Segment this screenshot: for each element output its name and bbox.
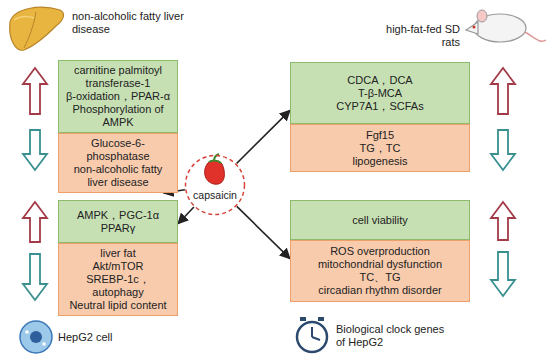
box-line: T-β-MCA: [358, 87, 402, 100]
panel-title: HepG2 cell: [58, 331, 148, 344]
box-line: PPARγ: [101, 222, 136, 235]
box-line: carnitine palmitoyl transferase-1: [63, 64, 173, 90]
box-line: cell viability: [352, 214, 408, 227]
panel-title: Biological clock genes of HepG2: [336, 323, 456, 349]
upregulated-box: carnitine palmitoyl transferase-1β-oxida…: [58, 60, 178, 133]
box-line: Fgf15: [366, 129, 394, 142]
box-line: SREBP-1c，autophagy: [63, 273, 173, 299]
box-line: CYP7A1，SCFAs: [336, 100, 423, 113]
box-line: Akt/mTOR: [92, 260, 143, 273]
box-line: β-oxidation，PPAR-α: [66, 90, 170, 103]
box-line: liver fat: [100, 247, 135, 260]
upregulated-box: cell viability: [290, 200, 470, 240]
downregulated-box: Fgf15TG，TClipogenesis: [290, 124, 470, 172]
box-line: Neutral lipid content: [69, 299, 166, 312]
liver-icon: [10, 7, 64, 50]
panel-title: high-fat-fed SD rats: [372, 23, 460, 49]
box-line: mitochondrial dysfunction: [318, 258, 442, 271]
pepper-icon: [205, 154, 225, 184]
box-line: AMPK，PGC-1α: [77, 209, 159, 222]
box-line: CDCA，DCA: [347, 74, 412, 87]
dashed-circle: [184, 154, 246, 216]
center-circle: capsaicin: [184, 154, 246, 216]
arrow-connector: [178, 207, 194, 224]
box-line: lipogenesis: [352, 155, 407, 168]
downregulated-box: liver fatAkt/mTORSREBP-1c，autophagyNeutr…: [58, 243, 178, 316]
cell-icon: [20, 321, 52, 353]
box-line: Phosphorylation of AMPK: [63, 103, 173, 129]
downregulated-box: ROS overproductionmitochondrial dysfunct…: [290, 240, 470, 302]
upregulated-box: AMPK，PGC-1αPPARγ: [58, 200, 178, 243]
panel-title: non-alcoholic fatty liver disease: [72, 10, 187, 36]
box-line: TC、TG: [360, 271, 401, 284]
clock-icon: [297, 317, 327, 352]
arrow-connector: [237, 206, 290, 258]
box-line: circadian rhythm disorder: [318, 284, 442, 297]
box-line: TG，TC: [360, 142, 401, 155]
upregulated-box: CDCA，DCAT-β-MCACYP7A1，SCFAs: [290, 62, 470, 124]
downregulated-box: Glucose-6-phosphatasenon-alcoholic fatty…: [58, 133, 178, 193]
arrow-connector: [237, 110, 290, 163]
box-line: Glucose-6-phosphatase: [63, 137, 173, 163]
box-line: ROS overproduction: [330, 245, 430, 258]
box-line: non-alcoholic fatty liver disease: [63, 163, 173, 189]
rat-icon: [466, 10, 546, 42]
center-label: capsaicin: [193, 189, 237, 202]
